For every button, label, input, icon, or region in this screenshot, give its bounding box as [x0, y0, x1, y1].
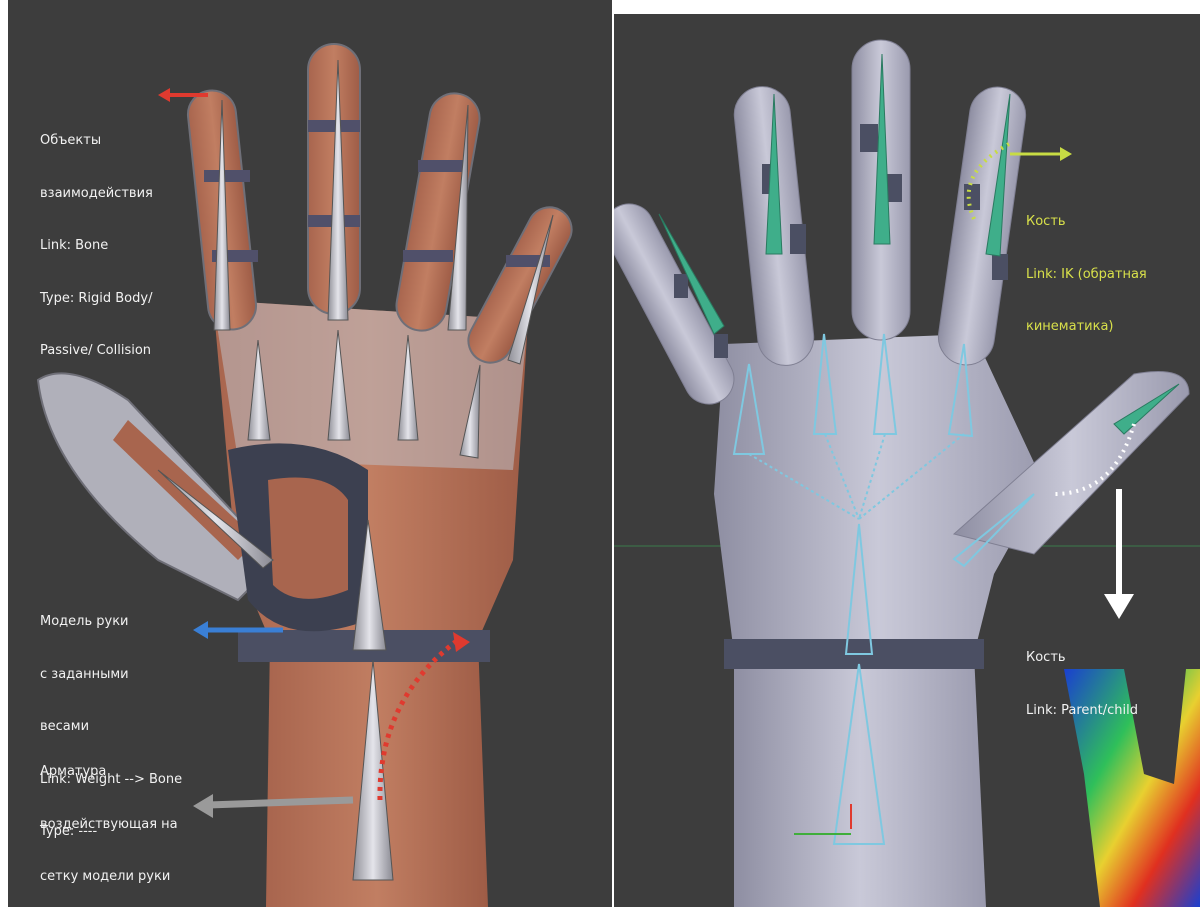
annotation-line: Passive/ Collision [40, 342, 153, 360]
annotation-line: взаимодействия [40, 185, 153, 203]
annotation-line: Кость [1026, 213, 1147, 231]
right-viewport: Кость Link: IK (обратная кинематика) Кос… [614, 14, 1200, 907]
annotation-line: Link: IK (обратная [1026, 266, 1147, 284]
forearm-mesh [734, 654, 986, 907]
annotation-line: воздействующая на [40, 816, 178, 834]
annotation-objects: Объекты взаимодействия Link: Bone Type: … [40, 97, 153, 395]
annotation-line: Link: Bone [40, 237, 153, 255]
annotation-armature: Арматура воздействующая на сетку модели … [40, 728, 178, 907]
left-viewport: Объекты взаимодействия Link: Bone Type: … [8, 0, 612, 907]
annotation-line: Type: Rigid Body/ [40, 290, 153, 308]
right-hand-illustration [614, 14, 1200, 907]
annotation-line: с заданными [40, 666, 182, 684]
annotation-line: Арматура [40, 763, 178, 781]
annotation-line: Link: Parent/child [1026, 702, 1138, 720]
annotation-parent-bone: Кость Link: Parent/child [1026, 614, 1138, 754]
joint-bands [204, 120, 550, 267]
annotation-line: Кость [1026, 649, 1138, 667]
annotation-line: Объекты [40, 132, 153, 150]
annotation-line: Модель руки [40, 613, 182, 631]
annotation-ik-bone: Кость Link: IK (обратная кинематика) [1026, 178, 1147, 371]
annotation-line: кинематика) [1026, 318, 1147, 336]
annotation-line: сетку модели руки [40, 868, 178, 886]
